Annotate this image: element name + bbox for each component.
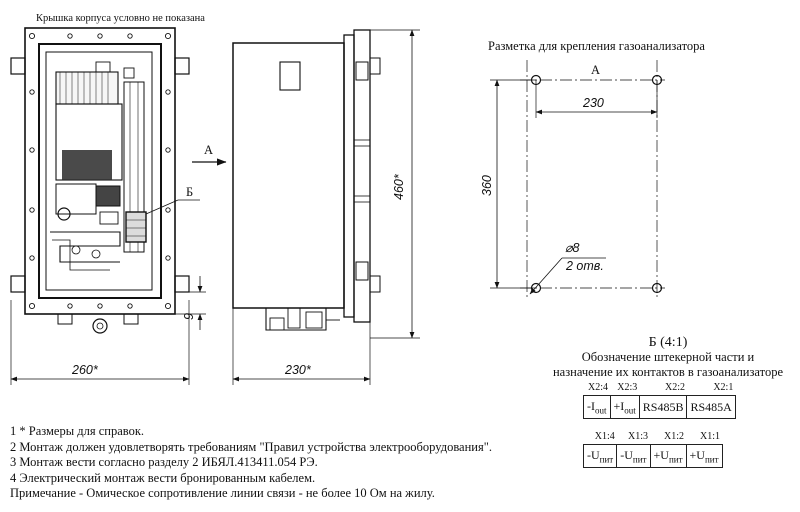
- mounting-title: Разметка для крепления газоанализатора: [488, 39, 705, 53]
- side-flange-right: [353, 29, 371, 323]
- front-view: Крышка корпуса условно не показана: [10, 13, 227, 385]
- mounting-view-label: А: [591, 63, 600, 77]
- mount-lug-bottom-left: [10, 275, 26, 293]
- dim-holes-horizontal: 230: [582, 96, 604, 110]
- fuse: [99, 211, 119, 225]
- connector-x1-contacts: -Uпит-Uпит+Uпит+Uпит: [582, 444, 723, 468]
- x1-header-2: X1:3: [628, 431, 648, 442]
- x1-contact-subscript: пит: [704, 454, 719, 465]
- x2-contact-signal: -I: [587, 398, 595, 413]
- x2-header-1: X2:4: [588, 382, 609, 393]
- terminal-block: [55, 183, 97, 215]
- x2-header-3: X2:2: [664, 382, 685, 393]
- note-3: 3 Монтаж вести согласно разделу 2 ИБЯЛ.4…: [10, 455, 318, 469]
- note-1: 1 * Размеры для справок.: [10, 424, 145, 438]
- x1-contact-2: -Uпит: [616, 444, 651, 468]
- note-4: 4 Электрический монтаж вести бронированн…: [10, 470, 316, 485]
- leader-b: [145, 199, 179, 215]
- x1-header-1: X1:4: [594, 431, 615, 442]
- x2-contact-signal: RS485A: [690, 399, 732, 414]
- mounting-plate: [45, 51, 153, 291]
- side-view: [232, 29, 420, 385]
- detail-subtitle-2: назначение их контактов в газоанализатор…: [553, 365, 783, 379]
- dim-width-side: 230*: [284, 363, 312, 377]
- detail-title: Б (4:1): [649, 335, 688, 350]
- x1-header-4: X1:1: [700, 431, 721, 442]
- label-b: Б: [186, 185, 193, 199]
- leader-hole: [529, 257, 563, 295]
- sensor-block-dark: [62, 150, 112, 180]
- x2-contact-signal: RS485B: [642, 399, 684, 414]
- x2-contact-signal: +I: [613, 398, 625, 413]
- small-block-top: [123, 67, 135, 79]
- x1-contact-1: -Uпит: [582, 444, 618, 468]
- plug-connector: [125, 211, 147, 243]
- x1-contact-3: +Uпит: [649, 444, 687, 468]
- x2-contact-subscript: out: [595, 405, 607, 416]
- mount-lug-top-right: [174, 57, 190, 75]
- module-cap: [95, 61, 111, 73]
- hinge-top: [355, 61, 369, 81]
- x1-header-3: X1:2: [664, 431, 685, 442]
- mount-lug-bottom-right: [174, 275, 190, 293]
- x2-contact-2: +Iout: [609, 395, 640, 419]
- side-flange-left: [343, 34, 355, 318]
- side-body: [232, 42, 345, 309]
- mount-hole-bottom-right: [651, 282, 663, 294]
- hole-count: 2 отв.: [565, 259, 604, 273]
- x1-contact-subscript: пит: [632, 454, 647, 465]
- x1-contact-subscript: пит: [668, 454, 683, 465]
- display-window: [279, 61, 301, 91]
- x2-contact-3: RS485B: [638, 395, 688, 419]
- mounting-layout: [490, 60, 665, 300]
- note-remark: Примечание - Омическое сопротивление лин…: [10, 486, 435, 500]
- dim-width-front: 260*: [71, 363, 99, 377]
- x2-contact-1: -Iout: [583, 395, 611, 419]
- notes-block: 1 * Размеры для справок. 2 Монтаж должен…: [10, 424, 492, 502]
- x1-contact-signal: +U: [689, 447, 705, 462]
- hole-diameter: ⌀8: [565, 241, 580, 255]
- cable-gland-left: [57, 313, 73, 325]
- bottom-adapter: [265, 308, 327, 331]
- cable-gland-center: [92, 318, 108, 334]
- enclosure-flange: [24, 27, 176, 315]
- sensor-module-top: [55, 71, 119, 105]
- enclosure-cavity: [38, 43, 162, 299]
- x2-contact-subscript: out: [624, 405, 636, 416]
- note-2: 2 Монтаж должен удовлетворять требования…: [10, 439, 492, 454]
- x1-contact-signal: -U: [587, 447, 600, 462]
- x1-contact-subscript: пит: [599, 454, 614, 465]
- dim-side-front: 9: [182, 313, 196, 320]
- front-view-caption: Крышка корпуса условно не показана: [36, 13, 205, 24]
- x1-contact-4: +Uпит: [685, 444, 723, 468]
- dim-height-side: 460*: [392, 173, 406, 200]
- relay: [95, 185, 121, 207]
- potentiometer: [57, 207, 71, 221]
- x2-header-4: X2:1: [713, 382, 734, 393]
- flange-bolts: [28, 32, 172, 310]
- connector-x1-headers: X1:4 X1:3 X1:2 X1:1: [584, 431, 723, 445]
- x1-contact-signal: +U: [653, 447, 669, 462]
- wiring-harness: [50, 231, 121, 263]
- cable-gland-right: [123, 313, 139, 325]
- mount-lug-top-left: [10, 57, 26, 75]
- hinge-bottom: [355, 261, 369, 281]
- din-rail: [123, 81, 145, 253]
- x2-header-2: X2:3: [617, 382, 638, 393]
- dim-holes-vertical: 360: [480, 175, 494, 196]
- x1-contact-signal: -U: [620, 447, 633, 462]
- label-a-arrow: А: [204, 143, 213, 157]
- detail-subtitle-1: Обозначение штекерной части и: [582, 350, 755, 364]
- x2-contact-4: RS485A: [686, 395, 736, 419]
- connector-x2-headers: X2:4 X2:3 X2:2 X2:1: [584, 382, 736, 396]
